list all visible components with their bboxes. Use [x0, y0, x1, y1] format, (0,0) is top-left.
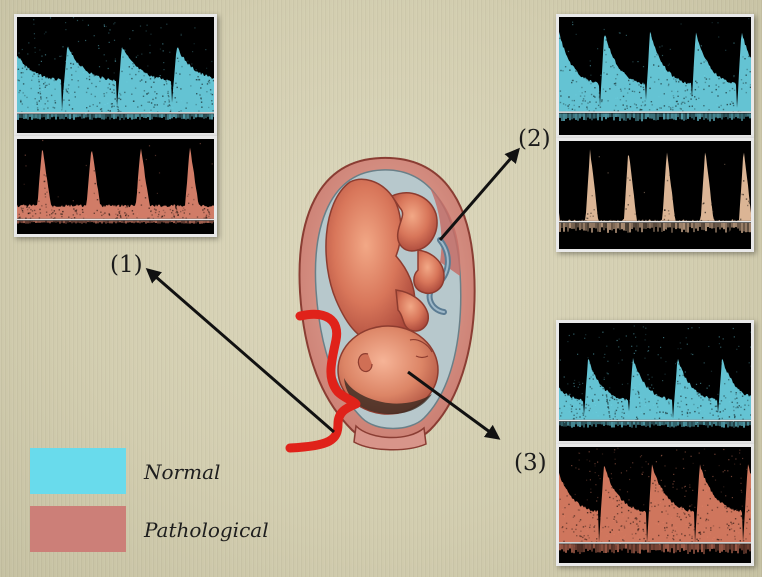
site-label-2: (2)	[518, 128, 551, 151]
fetus-in-uterus-illustration	[300, 158, 475, 450]
site-label-3: (3)	[514, 452, 547, 475]
site-label-1: (1)	[110, 254, 143, 277]
legend-pathological-label: Pathological	[144, 520, 269, 540]
legend-normal-swatch	[30, 448, 126, 494]
legend-normal-label: Normal	[144, 462, 220, 482]
legend-pathological-swatch	[30, 506, 126, 552]
